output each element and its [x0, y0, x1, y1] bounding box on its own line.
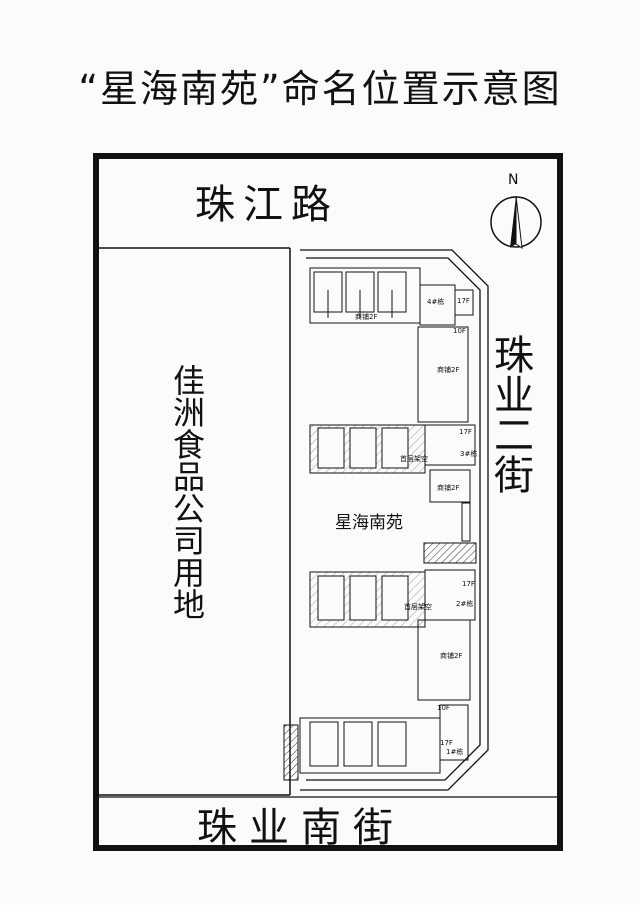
shop-label-1: 商铺2F — [437, 365, 459, 374]
building-2-label: 2#栋 — [456, 599, 473, 608]
road-label-right: 珠业二街 — [487, 334, 533, 494]
void-label-1: 首层架空 — [400, 454, 428, 463]
floor-label-17f-c: 17F — [462, 580, 475, 588]
road-label-top: 珠江路 — [195, 182, 339, 228]
site-boundary — [300, 249, 489, 791]
floor-label-10f-b: 10F — [437, 704, 450, 712]
connector — [461, 502, 471, 542]
floor-label-17f-b: 17F — [459, 428, 472, 436]
shop-top-label: 商铺2F — [355, 312, 377, 321]
building-1-label: 1#栋 — [446, 747, 463, 756]
building-3 — [309, 424, 476, 503]
floor-label-17f-d: 17F — [440, 739, 453, 747]
floor-label-10f-a: 10F — [453, 327, 466, 335]
floor-label-17f-a: 17F — [457, 297, 470, 305]
building-4-label: 4#栋 — [427, 297, 444, 306]
shop-label-3: 商铺2F — [440, 651, 462, 660]
building-2 — [309, 569, 476, 628]
north-arrow-icon — [490, 195, 542, 250]
building-4 — [309, 267, 474, 326]
road-label-bottom: 珠业南街 — [197, 805, 405, 851]
map-title: “星海南苑”命名位置示意图 — [78, 67, 562, 111]
building-1 — [283, 704, 469, 781]
shop-block-2 — [417, 619, 471, 701]
north-label: N — [508, 172, 519, 188]
ramp — [423, 542, 477, 564]
west-land-boundary — [99, 247, 291, 796]
shop-label-2: 商铺2F — [437, 483, 459, 492]
void-label-2: 首层架空 — [404, 602, 432, 611]
map-frame — [93, 153, 563, 851]
plan-annotations: 4#栋 17F 10F 商铺2F 商铺2F 17F 3#栋 首层架空 商铺2F … — [355, 297, 477, 756]
west-land-label: 佳洲食品公司用地 — [168, 364, 206, 620]
shop-block-1 — [417, 326, 469, 423]
estate-name-label: 星海南苑 — [335, 513, 403, 533]
building-3-label: 3#栋 — [460, 449, 477, 458]
